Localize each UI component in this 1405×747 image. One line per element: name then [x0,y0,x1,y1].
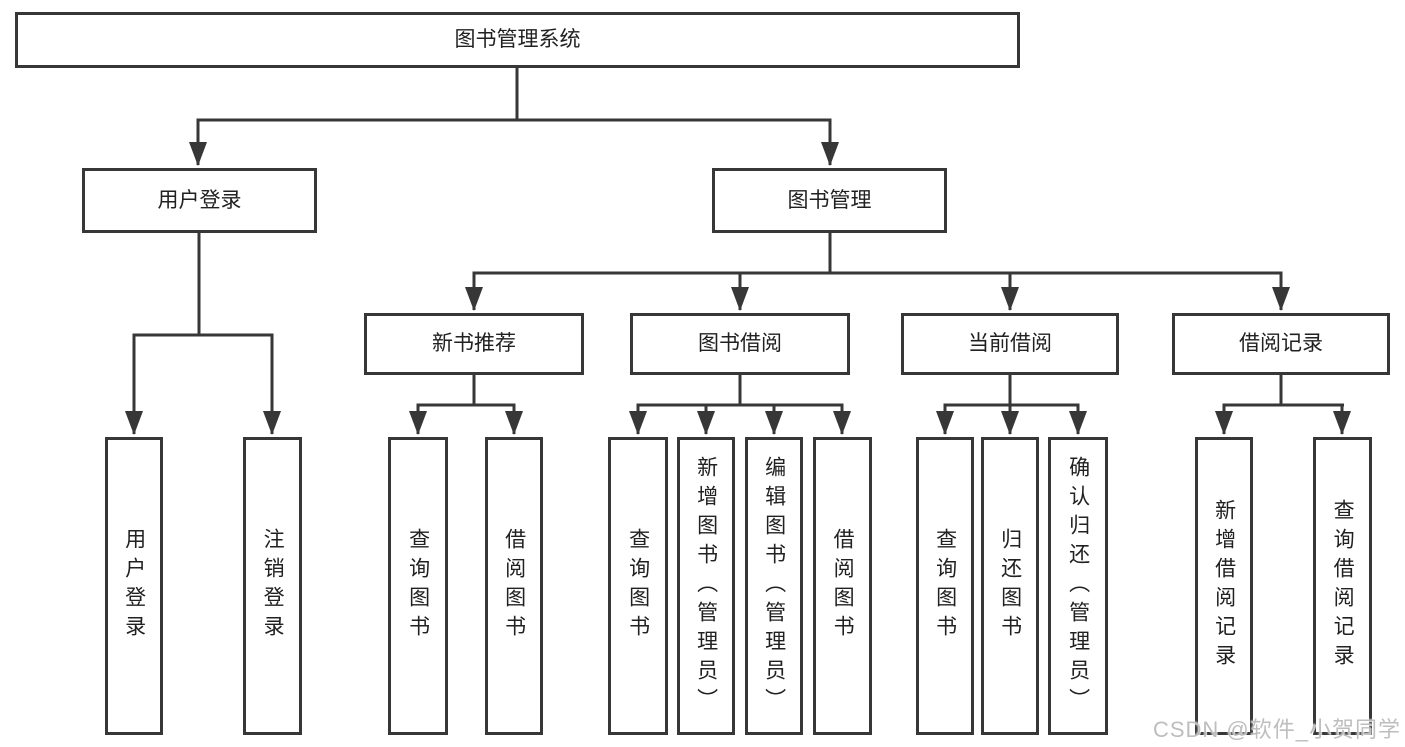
node-label: 查询图书 [626,528,650,644]
node-label: 确认归还（管理员） [1066,455,1090,717]
node-library-management-system: 图书管理系统 [15,12,1020,68]
leaf-add-books-admin: 新增图书（管理员） [677,437,735,735]
node-book-management-branch: 图书管理 [712,168,947,233]
node-current-borrowing: 当前借阅 [901,313,1119,375]
node-new-book-recommendation: 新书推荐 [364,313,584,375]
leaf-borrow-books-2: 借阅图书 [813,437,872,735]
node-label: 新增借阅记录 [1212,499,1236,673]
node-label: 图书借阅 [698,332,782,356]
node-label: 查询图书 [406,528,430,644]
leaf-edit-books-admin: 编辑图书（管理员） [745,437,803,735]
node-label: 当前借阅 [968,332,1052,356]
node-label: 查询图书 [933,528,957,644]
leaf-query-books-3: 查询图书 [916,437,974,735]
node-label: 借阅记录 [1239,332,1323,356]
node-label: 归还图书 [998,528,1022,644]
node-label: 用户登录 [157,188,242,212]
node-label: 编辑图书（管理员） [762,455,786,717]
node-label: 借阅图书 [831,528,855,644]
node-label: 注销登录 [261,528,285,644]
csdn-watermark: CSDN @软件_小贺同学 [1152,717,1401,742]
node-borrowing-records: 借阅记录 [1172,313,1390,375]
leaf-borrow-books-1: 借阅图书 [485,437,543,735]
leaf-confirm-return-admin: 确认归还（管理员） [1048,437,1108,735]
leaf-query-books-1: 查询图书 [388,437,448,735]
node-label: 新增图书（管理员） [694,455,718,717]
leaf-return-books: 归还图书 [981,437,1039,735]
node-book-borrowing: 图书借阅 [630,313,850,375]
node-label: 新书推荐 [432,332,516,356]
leaf-query-books-2: 查询图书 [608,437,668,735]
leaf-user-login: 用户登录 [105,437,163,735]
node-label: 用户登录 [122,528,146,644]
leaf-logout: 注销登录 [243,437,302,735]
leaf-add-borrow-record: 新增借阅记录 [1195,437,1253,735]
leaf-query-borrow-record: 查询借阅记录 [1313,437,1372,735]
node-label: 图书管理系统 [454,28,581,52]
node-label: 借阅图书 [502,528,526,644]
node-label: 查询借阅记录 [1331,499,1355,673]
node-label: 图书管理 [787,188,872,212]
node-user-login-branch: 用户登录 [82,168,317,233]
